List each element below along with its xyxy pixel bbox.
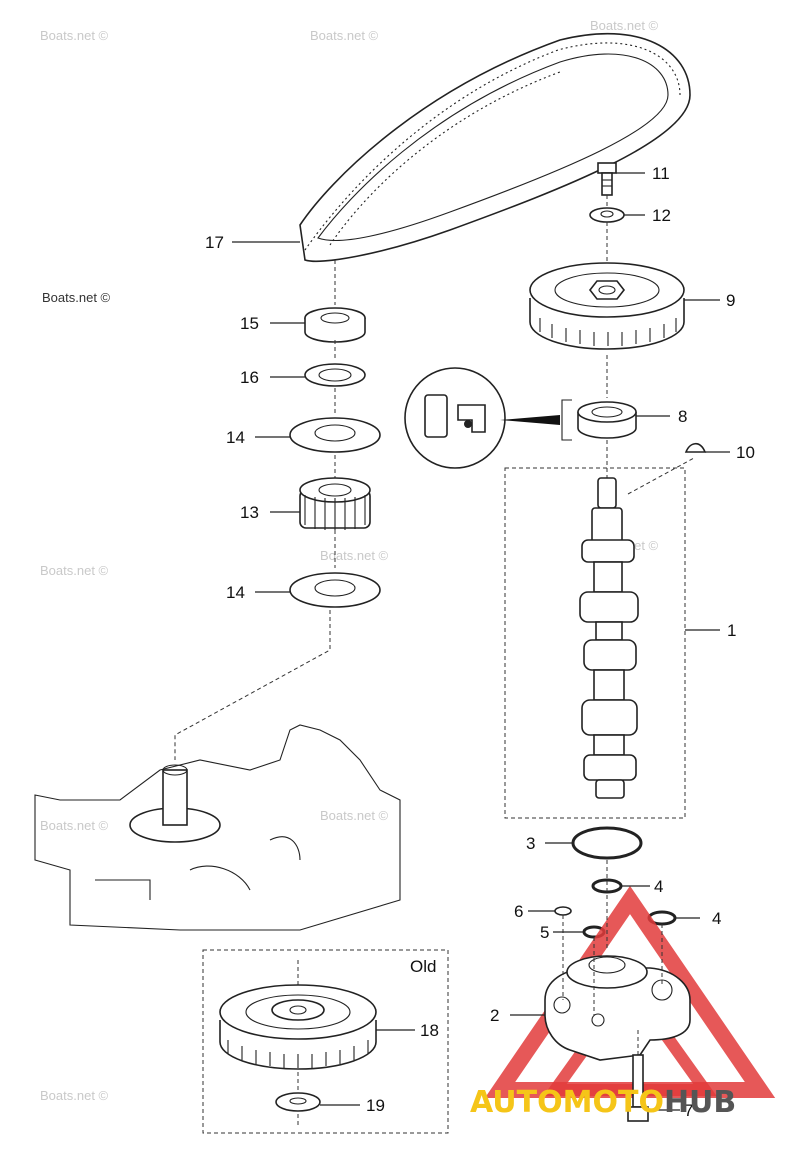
- washer-12: [589, 195, 625, 223]
- callout-13: 13: [240, 503, 259, 522]
- callout-14-lower: 14: [226, 583, 245, 602]
- callout-4-upper: 4: [654, 877, 663, 896]
- lock-washer-16: [304, 340, 366, 387]
- leader-lines: [232, 172, 730, 1111]
- oil-pump-2: [544, 860, 691, 1061]
- callout-labels: 11 12 9 8 10 1 3 4 6 5 4 2 7 17 15 16 14…: [205, 164, 755, 1120]
- brand-part-2: MOTO: [563, 1085, 664, 1120]
- brand-part-3: HUB: [664, 1085, 736, 1120]
- callout-1: 1: [727, 621, 736, 640]
- callout-2: 2: [490, 1006, 499, 1025]
- brand-text: AUTOMOTOHUB: [470, 1085, 736, 1120]
- callout-12: 12: [652, 206, 671, 225]
- callout-6: 6: [514, 902, 523, 921]
- watermark: Boats.net ©: [40, 818, 109, 833]
- callout-17: 17: [205, 233, 224, 252]
- callout-11: 11: [652, 164, 670, 183]
- nut-15: [304, 260, 366, 343]
- callout-7: 7: [684, 1101, 693, 1120]
- watermark: Boats.net ©: [42, 290, 111, 305]
- watermark: Boats.net ©: [320, 548, 389, 563]
- watermark: Boats.net ©: [590, 18, 659, 33]
- callout-9: 9: [726, 291, 735, 310]
- callout-10: 10: [736, 443, 755, 462]
- bolt-11: [597, 162, 617, 196]
- camshaft-1: [504, 440, 695, 819]
- oil-seal-8: [561, 355, 637, 441]
- callout-15: 15: [240, 314, 259, 333]
- engine-block: [34, 724, 401, 931]
- brand-part-1: AUTO: [470, 1085, 563, 1120]
- callout-19: 19: [366, 1096, 385, 1115]
- timing-belt: [299, 32, 691, 263]
- crank-pulley-13: [299, 455, 371, 530]
- cam-pulley-9: [529, 222, 685, 350]
- watermark: Boats.net ©: [40, 28, 109, 43]
- watermark: Boats.net ©: [310, 28, 379, 43]
- callout-4-lower: 4: [712, 909, 721, 928]
- dowel-6: [554, 906, 572, 916]
- callout-16: 16: [240, 368, 259, 387]
- plate-14-upper: [289, 388, 381, 453]
- watermark: Boats.net ©: [40, 1088, 109, 1103]
- callout-14-upper: 14: [226, 428, 245, 447]
- seal-detail-inset: [404, 367, 560, 469]
- callout-18: 18: [420, 1021, 439, 1040]
- old-box-label: Old: [410, 957, 436, 976]
- watermark: Boats.net ©: [40, 563, 109, 578]
- callout-8: 8: [678, 407, 687, 426]
- o-ring-3: [571, 826, 643, 860]
- plate-14-lower: [174, 530, 381, 760]
- callout-5: 5: [540, 923, 549, 942]
- callout-3: 3: [526, 834, 535, 853]
- key-10: [684, 442, 707, 453]
- watermark: Boats.net ©: [320, 808, 389, 823]
- bolt-7: [627, 1030, 649, 1122]
- automotohub-brand: AUTOMOTOHUB: [470, 1085, 736, 1120]
- old-parts-box: Old: [202, 949, 449, 1134]
